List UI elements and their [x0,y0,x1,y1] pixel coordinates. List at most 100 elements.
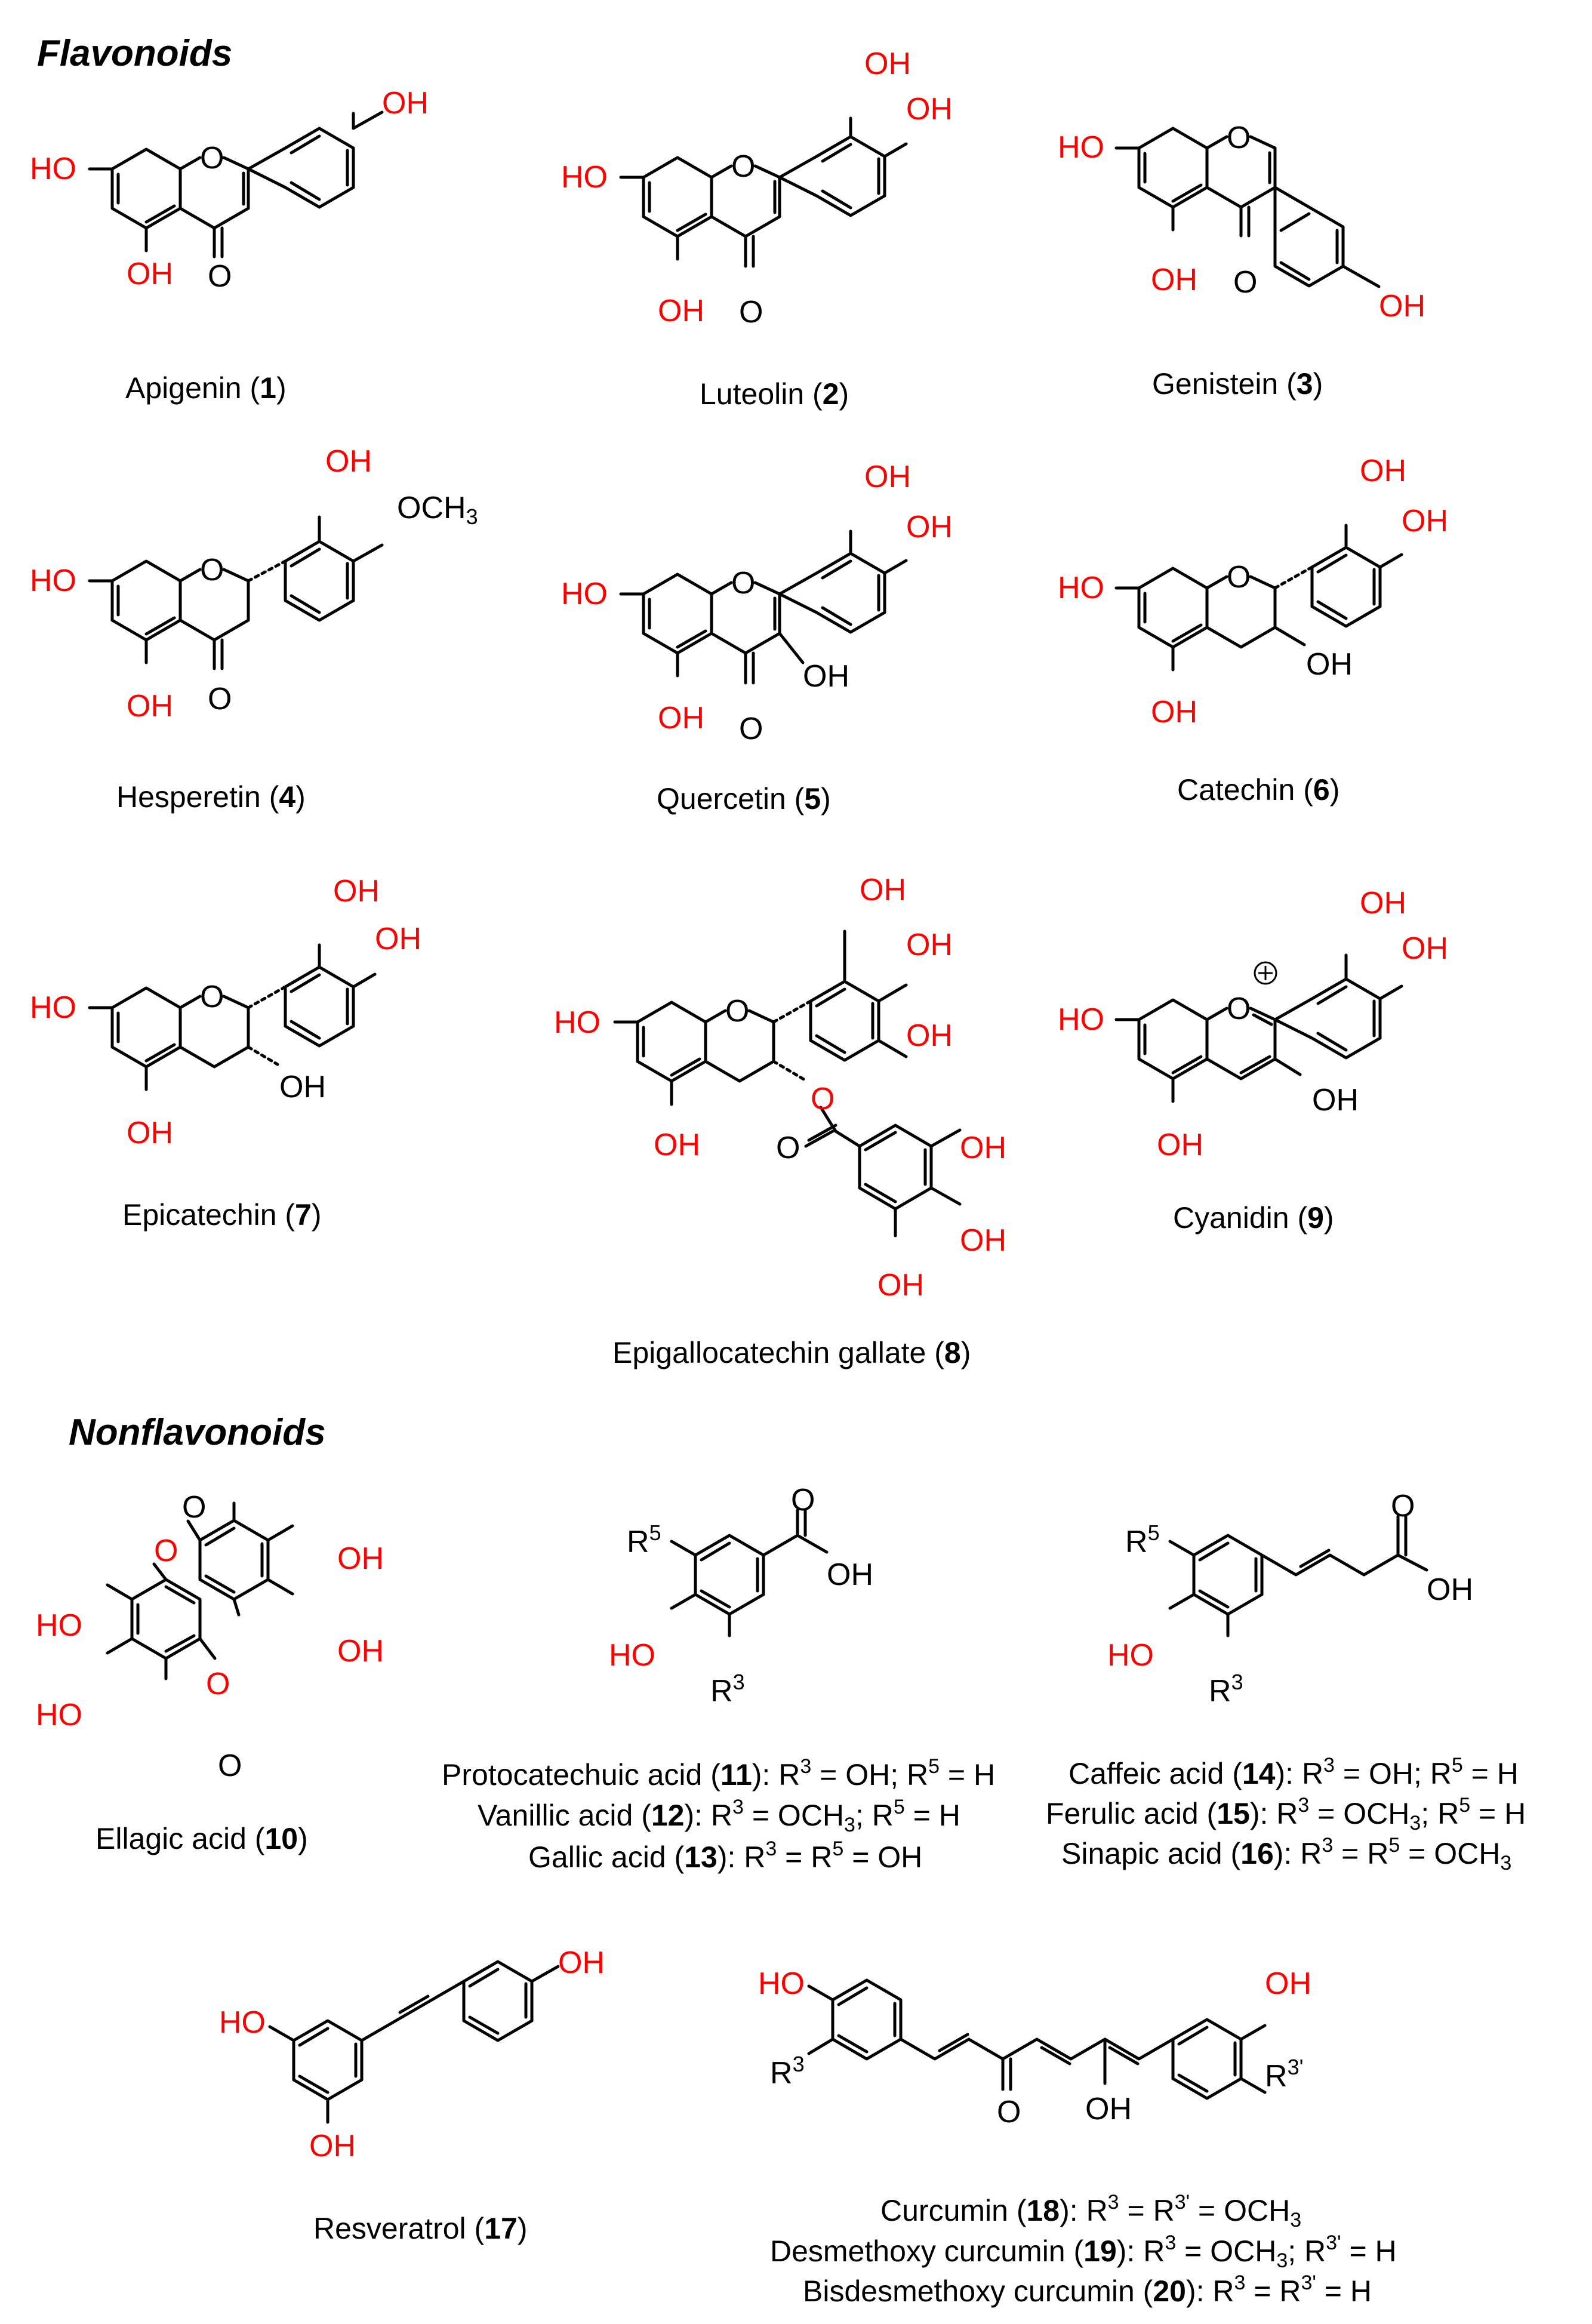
atom-O: O [725,994,749,1029]
atom-OH: OH [375,922,421,956]
structure-hesperetin: O O HO OH OH OCH3 [30,444,478,724]
atom-HO: HO [30,564,76,598]
atom-OH: OH [382,86,429,121]
atom-OH: OH [803,659,849,694]
caption-bisdesmethoxy-curcumin: Bisdesmethoxy curcumin (20): R3 = R3' = … [803,2271,1372,2308]
atom-O: O [811,1082,835,1116]
atom-HO: HO [36,1698,82,1732]
atom-O: O [208,682,232,716]
atom-HO: HO [1058,571,1104,605]
atom-OH: OH [325,444,372,479]
section-title-flavonoids: Flavonoids [37,33,232,74]
atom-O: O [776,1131,800,1165]
atom-HO: HO [561,160,608,195]
atom-OH: OH [127,1116,173,1150]
structure-epigallocatechin-gallate: O O O HO OH OH OH OH OH OH OH [554,873,1006,1303]
caption-epicatechin: Epicatechin (7) [122,1198,322,1232]
atom-OH: OH [309,2129,356,2163]
structure-cyanidin: O HO OH OH OH OH [1058,886,1448,1162]
structure-epicatechin: O HO OH OH OH OH [30,874,421,1150]
caption-catechin: Catechin (6) [1177,773,1340,807]
atom-O: O [1227,121,1251,155]
atom-O: O [1227,992,1251,1026]
caption-gallic-acid: Gallic acid (13): R3 = R5 = OH [528,1837,922,1874]
structure-quercetin: O O HO OH OH OH OH [561,460,953,746]
atom-OH: OH [558,1946,605,1980]
caption-curcumin: Curcumin (18): R3 = R3' = OCH3 [880,2191,1301,2231]
atom-OH: OH [658,294,704,328]
atom-OH: OH [906,928,953,962]
atom-R5: R5 [1125,1520,1160,1559]
atom-OH: OH [864,47,911,81]
atom-OH: OH [1151,695,1197,729]
atom-O: O [182,1490,206,1525]
atom-OH: OH [1306,647,1353,682]
caption-caffeic-acid: Caffeic acid (14): R3 = OH; R5 = H [1068,1754,1519,1790]
structure-resveratrol: OH HO OH [219,1946,605,2163]
atom-HO: HO [758,1966,805,2001]
caption-apigenin: Apigenin (1) [125,371,287,405]
structure-genistein: O O HO OH OH [1058,121,1425,324]
atom-OH: OH [906,92,953,127]
atom-OH: OH [279,1070,326,1104]
structure-apigenin: O O HO OH OH [30,86,429,294]
atom-HO: HO [30,152,76,186]
atom-OH: OH [906,1018,953,1053]
atom-R5: R5 [627,1520,661,1559]
caption-quercetin: Quercetin (5) [657,782,831,815]
caption-hesperetin: Hesperetin (4) [116,780,306,814]
structure-hydroxycinnamic-acid: O OH R5 HO R3 [1107,1489,1473,1709]
atom-HO: HO [36,1608,82,1643]
atom-HO: HO [554,1005,601,1040]
atom-O: O [739,712,763,746]
atom-HO: HO [561,577,608,611]
structure-catechin: O HO OH OH OH OH [1058,454,1448,729]
atom-OH: OH [1312,1083,1359,1118]
atom-O: O [791,1483,815,1517]
atom-HO: HO [1107,1638,1154,1673]
structure-curcumin: HO R3 O OH OH R3' [758,1966,1311,2129]
atom-OH: OH [658,701,704,735]
caption-resveratrol: Resveratrol (17) [313,2212,527,2245]
atom-OH: OH [1427,1572,1473,1607]
atom-O: O [1391,1489,1415,1523]
atom-O: O [739,295,763,330]
atom-OH: OH [337,1541,384,1576]
atom-O: O [731,149,755,184]
atom-HO: HO [609,1638,655,1673]
caption-desmethoxy-curcumin: Desmethoxy curcumin (19): R3 = OCH3; R3'… [770,2231,1397,2272]
atom-R3-prime: R3' [1265,2055,1303,2094]
atom-R3: R3 [710,1670,745,1709]
atom-OH: OH [877,1268,924,1303]
atom-HO: HO [1058,130,1104,165]
caption-ellagic-acid: Ellagic acid (10) [96,1822,308,1855]
atom-OH: OH [960,1223,1006,1258]
atom-OH: OH [906,510,953,544]
atom-OH: OH [127,257,173,291]
atom-OH: OH [337,1634,384,1669]
atom-OH: OH [1402,504,1448,538]
caption-genistein: Genistein (3) [1152,367,1323,401]
atom-O: O [997,2095,1021,2129]
atom-O: O [208,259,232,294]
atom-OH: OH [827,1557,873,1592]
atom-O: O [200,980,224,1014]
atom-OCH3: OCH3 [397,491,478,529]
caption-cyanidin: Cyanidin (9) [1173,1201,1334,1235]
atom-OH: OH [1085,2092,1132,2126]
atom-OH: OH [864,460,911,494]
atom-O: O [731,566,755,601]
atom-OH: OH [1402,931,1448,966]
atom-OH: OH [1151,263,1197,297]
atom-HO: HO [1058,1002,1104,1037]
caption-protocatechuic-acid: Protocatechuic acid (11): R3 = OH; R5 = … [442,1755,995,1792]
atom-O: O [200,553,224,587]
atom-O: O [154,1534,178,1568]
atom-OH: OH [333,874,380,909]
caption-luteolin: Luteolin (2) [700,377,849,411]
atom-O: O [218,1749,242,1783]
structure-luteolin: O O HO OH OH OH [561,47,953,330]
section-title-nonflavonoids: Nonflavonoids [69,1412,326,1453]
atom-O: O [206,1667,230,1701]
